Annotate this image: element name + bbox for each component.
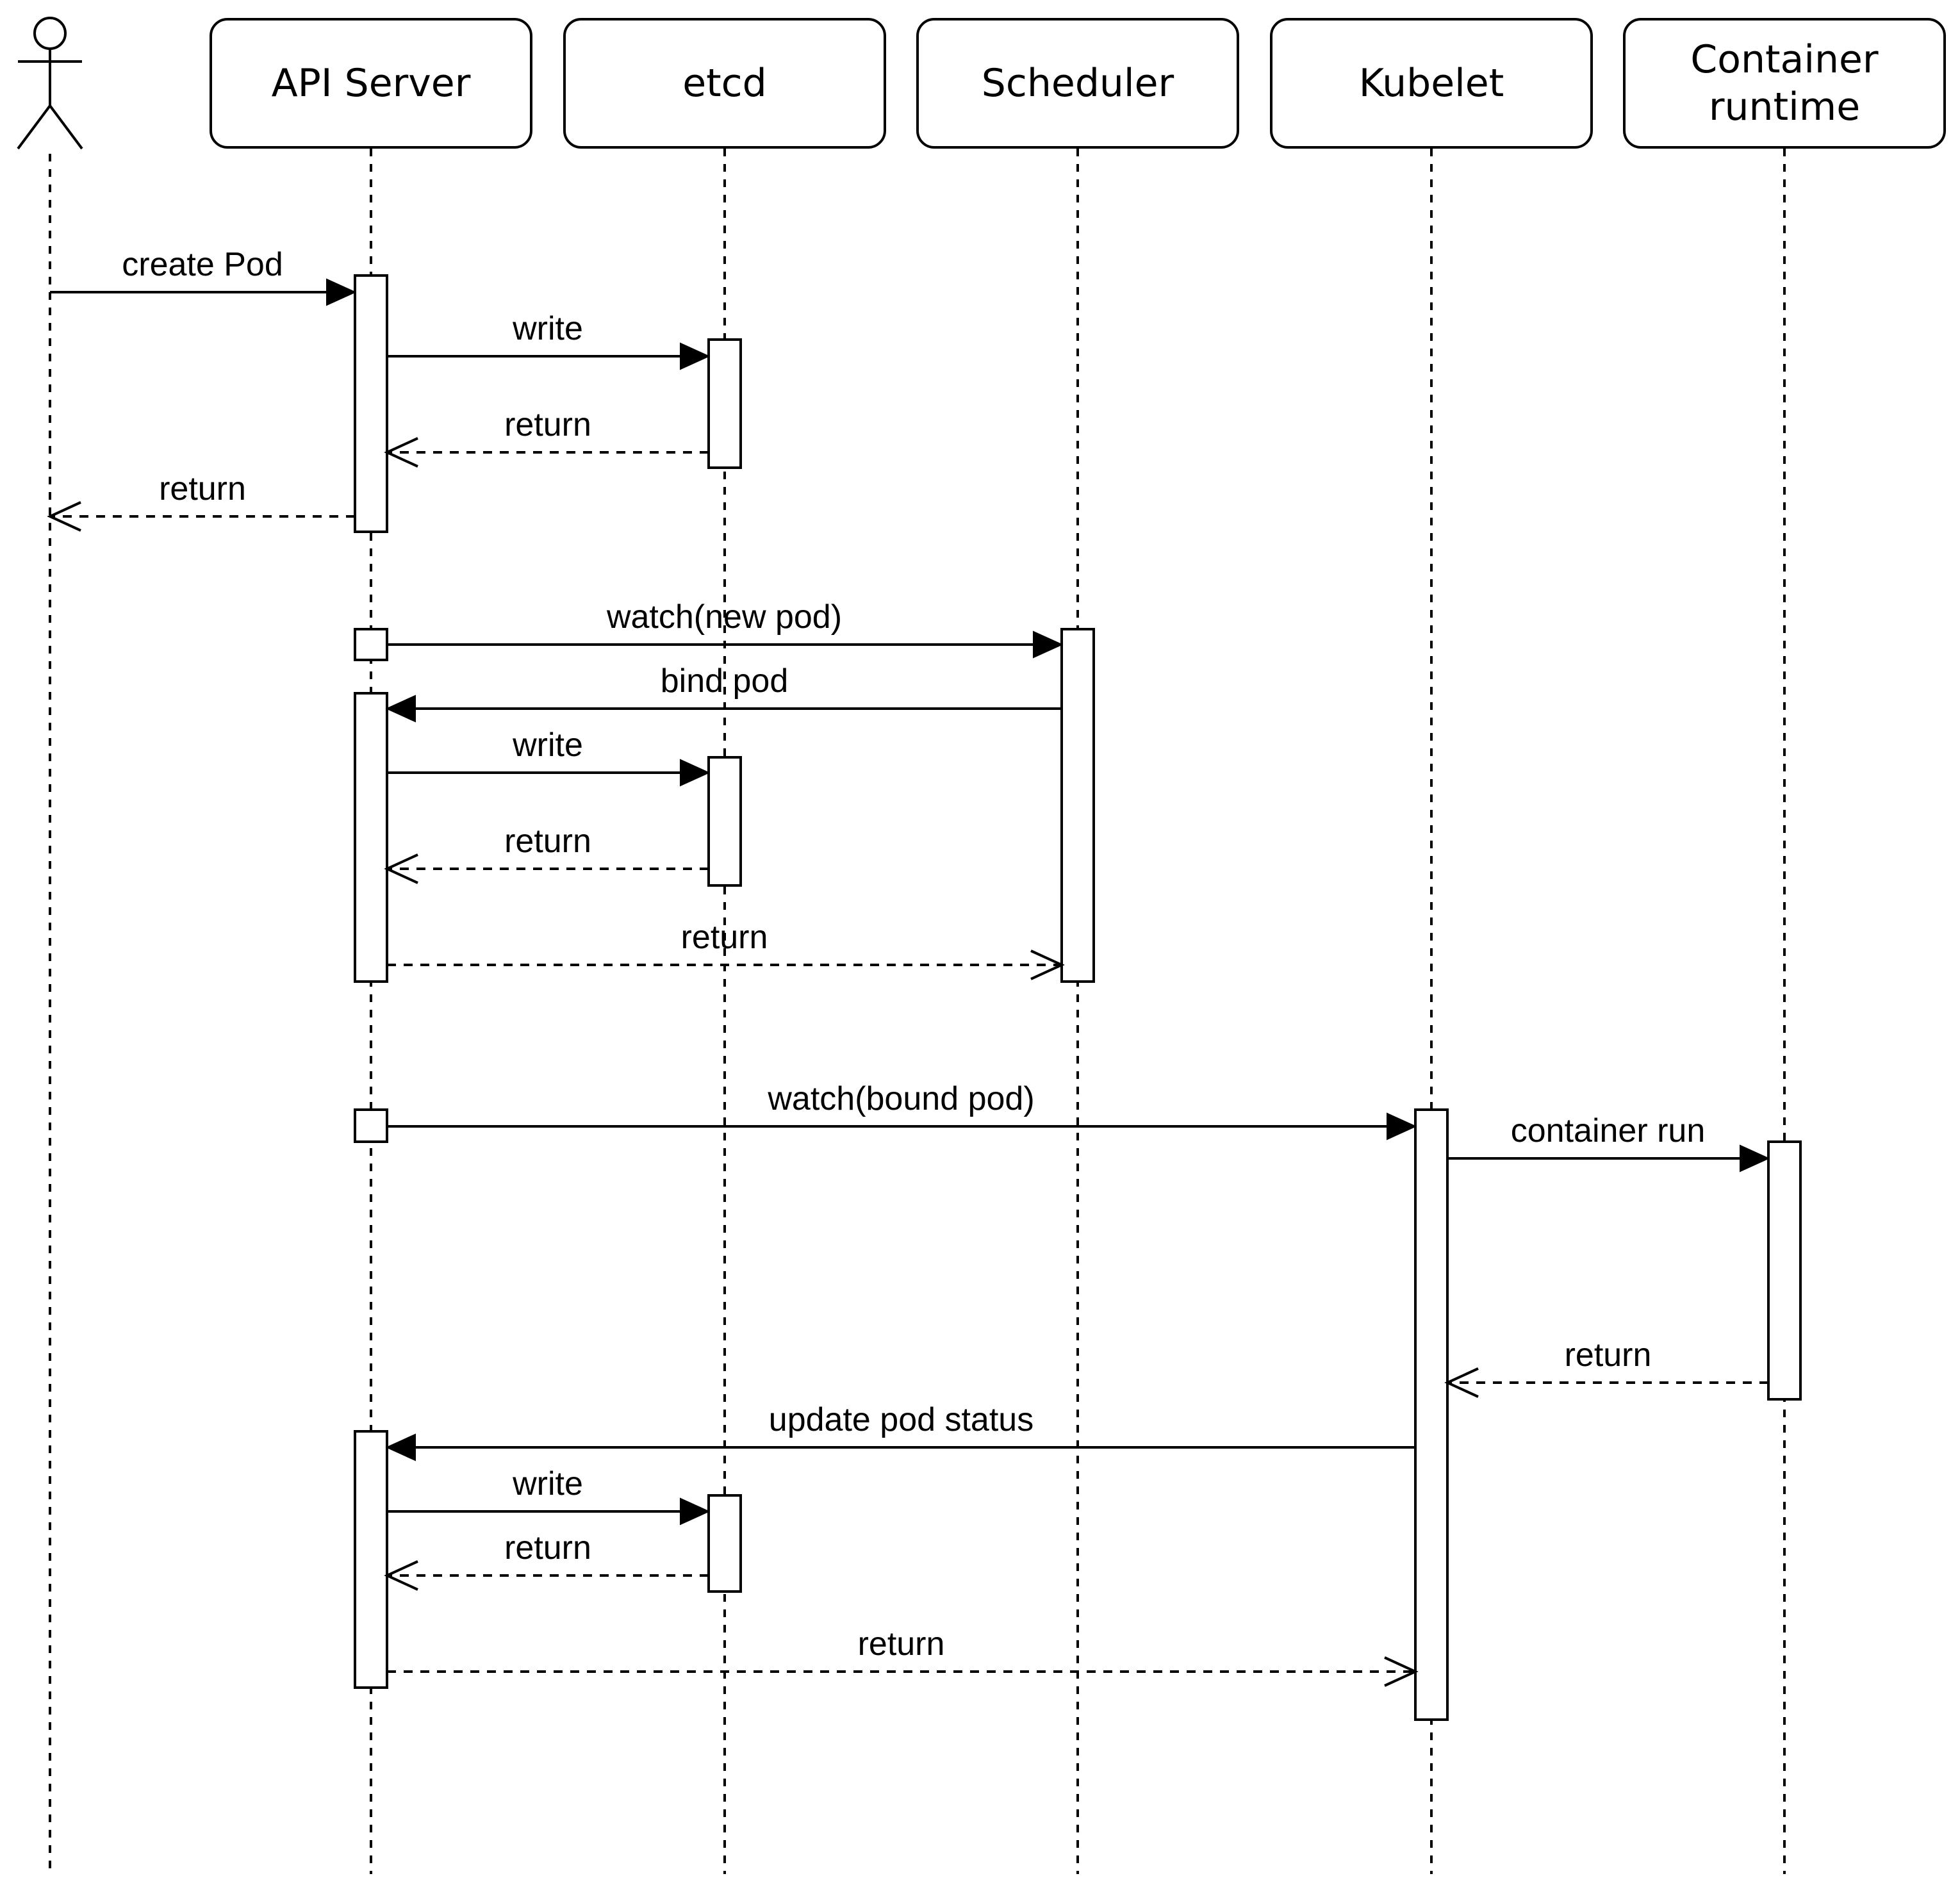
solid-arrowhead-icon bbox=[1033, 630, 1064, 659]
message-label: return bbox=[504, 406, 591, 443]
actor-left-leg bbox=[17, 104, 51, 150]
message-label: watch(new pod) bbox=[606, 598, 842, 636]
message-11: return bbox=[1444, 1337, 1768, 1398]
activation-bar-kubelet bbox=[1414, 1108, 1449, 1721]
actor-head bbox=[33, 17, 67, 50]
solid-arrowhead-icon bbox=[1740, 1144, 1770, 1172]
open-arrowhead-icon bbox=[1030, 950, 1065, 980]
participant-label-container-runtime: runtime bbox=[1709, 85, 1860, 129]
solid-arrowhead-icon bbox=[680, 342, 711, 370]
activation-bar-api-server bbox=[354, 1430, 388, 1689]
solid-arrowhead-icon bbox=[385, 695, 416, 723]
message-label: return bbox=[858, 1625, 945, 1663]
activation-bar-api-server bbox=[354, 628, 388, 661]
solid-arrowhead-icon bbox=[1387, 1112, 1417, 1140]
open-arrowhead-icon bbox=[384, 437, 418, 468]
message-5: bind pod bbox=[385, 662, 1062, 723]
activation-bar-etcd bbox=[707, 338, 742, 469]
message-label: return bbox=[681, 919, 768, 956]
actor-icon bbox=[17, 17, 83, 150]
solid-arrowhead-icon bbox=[680, 759, 711, 787]
participant-box-container-runtime bbox=[1623, 18, 1946, 149]
participant-label-kubelet: Kubelet bbox=[1359, 61, 1504, 106]
lifelines bbox=[49, 149, 1786, 1874]
activation-bar-api-server bbox=[354, 692, 388, 983]
participant-scheduler: Scheduler bbox=[916, 18, 1239, 149]
activation-bars bbox=[354, 274, 1802, 1721]
activation-bar-api-server bbox=[354, 1108, 388, 1143]
message-label: update pod status bbox=[769, 1401, 1034, 1438]
message-12: update pod status bbox=[385, 1401, 1415, 1461]
message-0: create Pod bbox=[50, 246, 357, 306]
message-label: return bbox=[504, 823, 591, 860]
solid-arrowhead-icon bbox=[680, 1497, 711, 1526]
message-14: return bbox=[384, 1529, 709, 1591]
participant-etcd: etcd bbox=[563, 18, 886, 149]
participant-label-container-runtime: Container bbox=[1690, 37, 1879, 82]
message-label: watch(bound pod) bbox=[767, 1080, 1034, 1117]
participant-box-api-server bbox=[210, 18, 532, 149]
message-2: return bbox=[384, 406, 709, 468]
participant-box-kubelet bbox=[1270, 18, 1593, 149]
message-6: write bbox=[387, 727, 711, 787]
open-arrowhead-icon bbox=[384, 853, 418, 884]
message-label: return bbox=[504, 1529, 591, 1567]
activation-bar-etcd bbox=[707, 756, 742, 887]
open-arrowhead-icon bbox=[47, 501, 81, 532]
participant-api-server: API Server bbox=[210, 18, 532, 149]
participant-boxes: API Server etcd Scheduler Kubelet Containerr… bbox=[210, 18, 1946, 149]
solid-arrowhead-icon bbox=[385, 1433, 416, 1461]
open-arrowhead-icon bbox=[1384, 1656, 1419, 1687]
message-4: watch(new pod) bbox=[387, 598, 1064, 659]
message-label: return bbox=[1565, 1337, 1652, 1374]
message-label: bind pod bbox=[661, 662, 789, 700]
message-13: write bbox=[387, 1465, 711, 1526]
message-3: return bbox=[47, 470, 355, 532]
activation-bar-scheduler bbox=[1060, 628, 1095, 983]
participant-box-scheduler bbox=[916, 18, 1239, 149]
message-8: return bbox=[387, 919, 1065, 980]
participant-kubelet: Kubelet bbox=[1270, 18, 1593, 149]
participant-label-etcd: etcd bbox=[682, 61, 767, 106]
message-label: create Pod bbox=[122, 246, 283, 283]
actor-right-leg bbox=[49, 104, 83, 150]
activation-bar-api-server bbox=[354, 274, 388, 533]
message-label: container run bbox=[1511, 1112, 1706, 1149]
participant-label-api-server: API Server bbox=[272, 61, 471, 106]
message-label: write bbox=[512, 727, 583, 764]
open-arrowhead-icon bbox=[384, 1560, 418, 1591]
message-7: return bbox=[384, 823, 709, 884]
activation-bar-container-runtime bbox=[1767, 1140, 1802, 1401]
message-label: write bbox=[512, 310, 583, 347]
open-arrowhead-icon bbox=[1444, 1367, 1479, 1398]
message-15: return bbox=[387, 1625, 1419, 1687]
message-label: return bbox=[159, 470, 246, 507]
message-9: watch(bound pod) bbox=[387, 1080, 1417, 1140]
messages: create Pod write return return watch(new pod… bbox=[47, 246, 1770, 1687]
message-label: write bbox=[512, 1465, 583, 1502]
participant-label-scheduler: Scheduler bbox=[982, 61, 1174, 106]
solid-arrowhead-icon bbox=[326, 278, 357, 306]
participant-box-etcd bbox=[563, 18, 886, 149]
message-1: write bbox=[387, 310, 711, 370]
activation-bar-etcd bbox=[707, 1494, 742, 1593]
message-10: container run bbox=[1447, 1112, 1770, 1172]
actor-figure bbox=[17, 17, 83, 150]
